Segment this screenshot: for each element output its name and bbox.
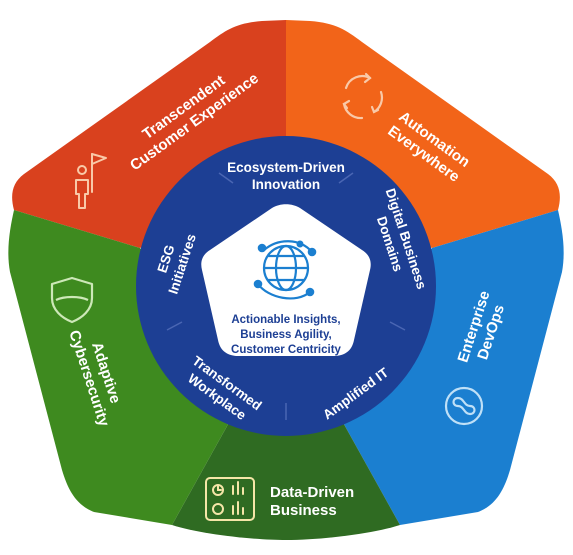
network-globe-icon — [253, 240, 317, 300]
segment-cyber-bg — [8, 210, 247, 525]
segment-data-bg — [172, 392, 400, 540]
segment-devops-bg — [326, 210, 564, 525]
segment-label-line: Data-Driven — [270, 484, 354, 501]
ring-label-ecosystem: Ecosystem-Driven Innovation — [227, 160, 345, 192]
cycle-arrows-icon — [342, 72, 384, 120]
shield-icon — [50, 276, 94, 324]
ring-divider — [338, 172, 354, 184]
segment-label-cyber: Adaptive Cybersecurity — [65, 328, 124, 429]
dashboard-icon — [205, 477, 255, 521]
ring-divider — [166, 321, 183, 331]
ring-divider — [218, 172, 234, 184]
ring-divider — [389, 321, 406, 331]
ring-label-line: Innovation — [252, 177, 320, 192]
infinity-loop-icon — [444, 386, 484, 426]
ring-dividers — [166, 172, 406, 420]
segment-label-line: Business — [270, 502, 337, 519]
center-line: Customer Centricity — [231, 344, 342, 356]
segment-label-data: Data-Driven Business — [270, 484, 354, 519]
person-flag-icon — [75, 153, 107, 209]
center-line: Business Agility, — [240, 329, 331, 341]
center-text: Actionable Insights, Business Agility, C… — [231, 314, 342, 356]
ring-label-line: Ecosystem-Driven — [227, 160, 345, 175]
center-line: Actionable Insights, — [231, 314, 340, 326]
